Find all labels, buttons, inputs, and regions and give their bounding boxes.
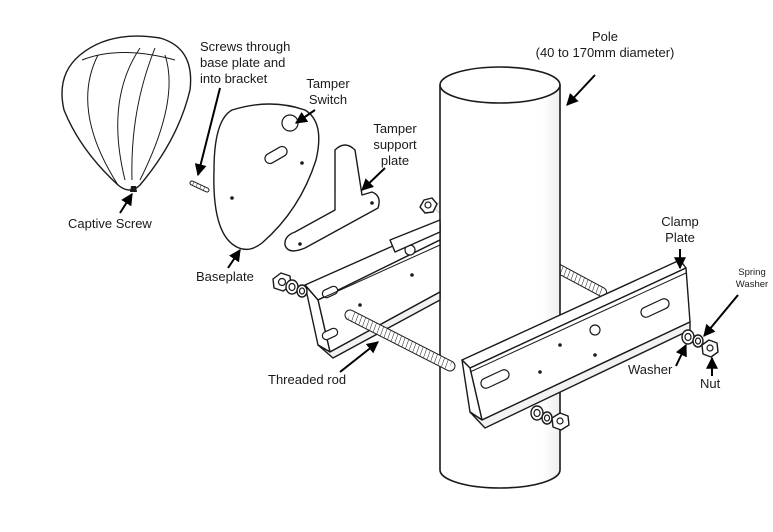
- captive-screw-label: Captive Screw: [68, 216, 152, 231]
- screws-label-line-1: Screws through: [200, 39, 290, 54]
- tamper-support-label-line-2: support: [373, 137, 417, 152]
- lower-threaded-rod: [344, 309, 456, 372]
- clamp-plate: [461, 259, 691, 429]
- screws-label-line-2: base plate and: [200, 55, 285, 70]
- tamper-switch-label-line-2: Switch: [309, 92, 347, 107]
- pole-label-line-1: Pole: [592, 29, 618, 44]
- tamper-support-label-line-1: Tamper: [373, 121, 417, 136]
- pole: [439, 66, 561, 489]
- tamper-switch-label-line-1: Tamper: [306, 76, 350, 91]
- back-bracket: [304, 224, 441, 359]
- screw: [189, 180, 210, 193]
- spring-washer-label-line-1: Spring: [738, 267, 765, 278]
- right-washer-nut: [681, 329, 719, 358]
- clamp-plate-label-line-1: Clamp: [661, 214, 699, 229]
- washer-label: Washer: [628, 362, 673, 377]
- threaded-rod-label: Threaded rod: [268, 372, 346, 387]
- baseplate: [213, 103, 320, 251]
- upper-nut: [419, 197, 438, 214]
- bottom-washer-nut: [530, 405, 570, 431]
- leader-arrows: [119, 74, 739, 376]
- tamper-support-label-line-3: plate: [381, 153, 409, 168]
- baseplate-label: Baseplate: [196, 269, 254, 284]
- screws-label-line-3: into bracket: [200, 71, 268, 86]
- left-nut-washers: [272, 272, 308, 298]
- tamper-support-plate: [284, 144, 380, 252]
- cover: [61, 35, 192, 192]
- pole-label-line-2: (40 to 170mm diameter): [536, 45, 675, 60]
- clamp-plate-label-line-2: Plate: [665, 230, 695, 245]
- spring-washer-label-line-2: Washer: [736, 279, 768, 290]
- bracket-arm: [389, 219, 441, 253]
- labels: Screws through base plate and into brack…: [68, 29, 768, 391]
- nut-label: Nut: [700, 376, 721, 391]
